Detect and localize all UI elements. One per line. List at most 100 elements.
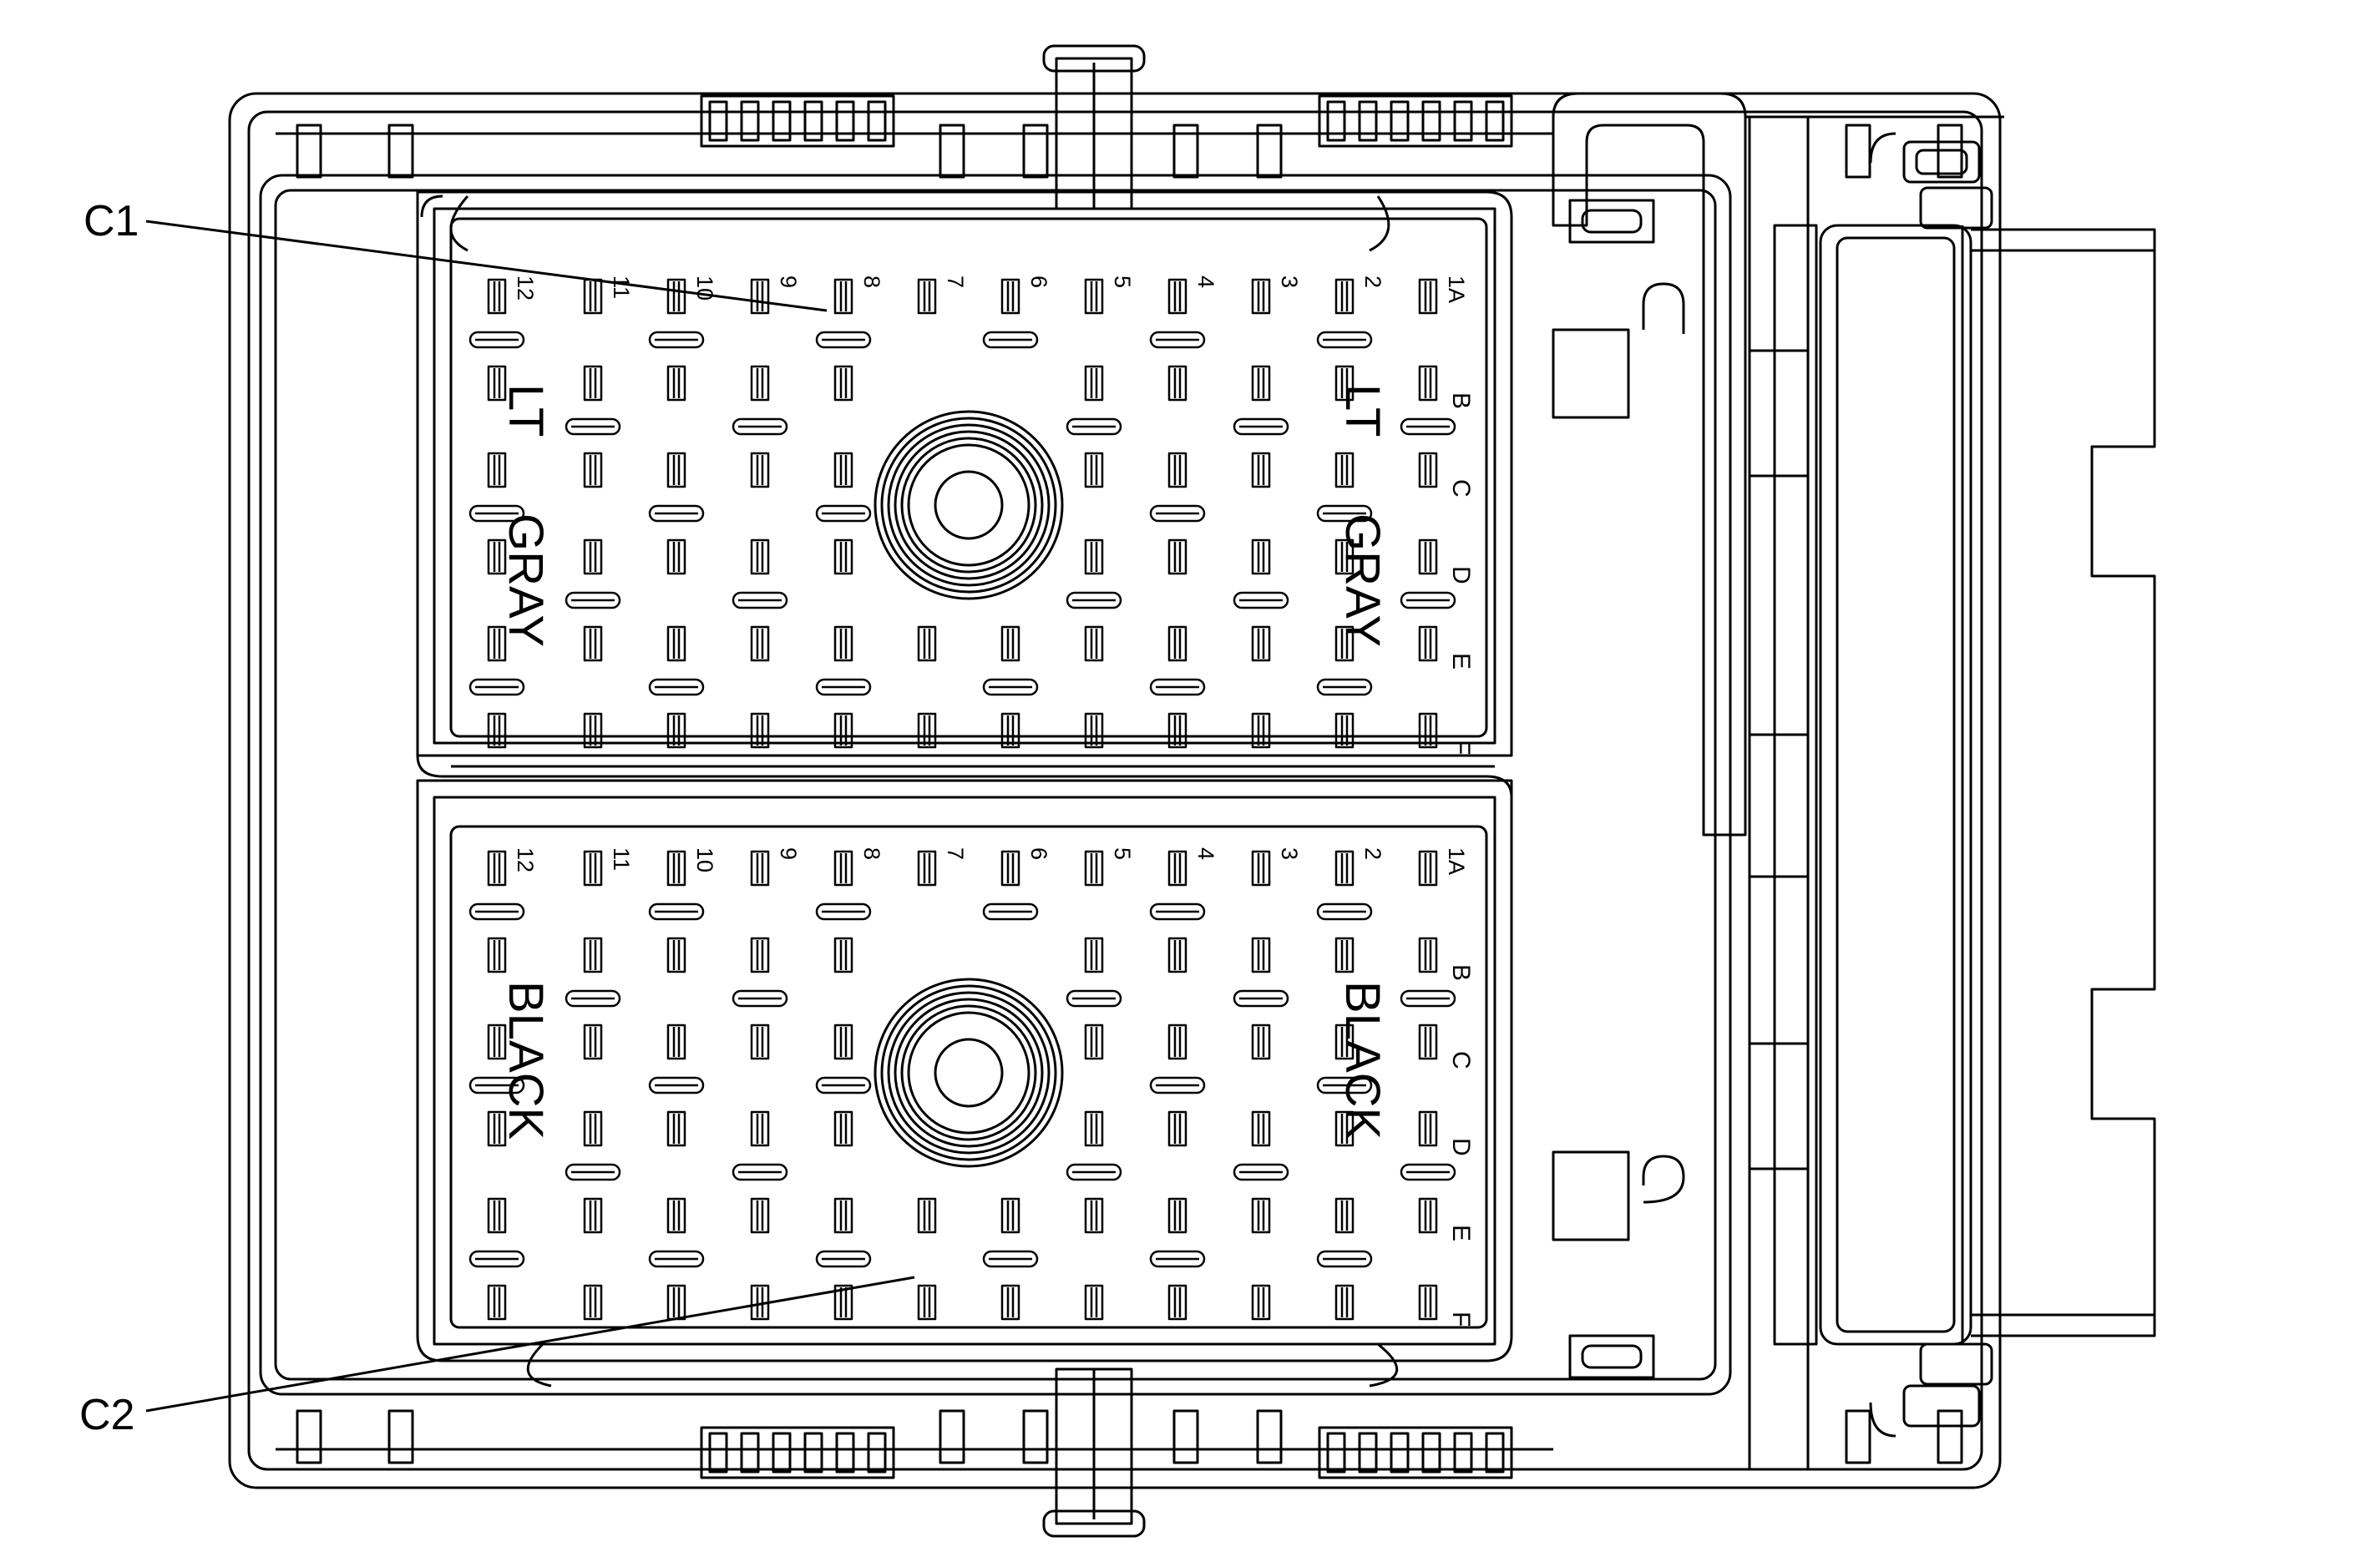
pin-cavity — [732, 417, 788, 436]
pin-cavity — [1334, 365, 1355, 402]
pin-cavity — [1316, 331, 1373, 349]
pin-cavity — [666, 712, 686, 749]
pin-cavity — [1066, 417, 1122, 436]
pin-cavity — [833, 538, 853, 575]
pin-cavity — [917, 1284, 937, 1321]
pin-cavity — [1251, 1197, 1271, 1234]
pin-cavity — [750, 712, 770, 749]
pin-cavity — [468, 504, 525, 523]
c1-row-label-f: F — [1447, 740, 1475, 755]
pin-cavity — [1251, 1284, 1271, 1321]
c1-color-label-right-lt: LT — [1335, 384, 1390, 437]
c2-col-label-6: 6 — [1026, 847, 1051, 860]
pin-cavity — [1334, 712, 1355, 749]
c1-col-label-10: 10 — [692, 275, 717, 301]
pin-cavity — [487, 1197, 507, 1234]
pin-cavity — [732, 989, 788, 1008]
c1-col-label-8: 8 — [859, 275, 884, 288]
pin-cavity — [468, 678, 525, 696]
pin-cavity — [487, 365, 507, 402]
pin-cavity — [648, 902, 705, 921]
c2-col-label-4: 4 — [1193, 847, 1218, 860]
pin-cavity — [1233, 417, 1289, 436]
pin-cavity — [1418, 538, 1438, 575]
pin-cavity — [565, 591, 621, 609]
c2-col-label-12: 12 — [513, 847, 538, 872]
pin-cavity — [487, 1284, 507, 1321]
callout-c2: C2 — [79, 1391, 134, 1439]
pin-cavity — [815, 1250, 872, 1268]
pin-cavity — [833, 1110, 853, 1147]
pin-cavity — [732, 591, 788, 609]
pin-cavity — [750, 365, 770, 402]
pin-cavity — [833, 1197, 853, 1234]
pin-cavity — [815, 678, 872, 696]
pin-cavity — [1167, 452, 1187, 488]
pin-cavity — [1400, 989, 1456, 1008]
c2-color-label-right: BLACK — [1335, 981, 1390, 1140]
pin-cavity — [1251, 1110, 1271, 1147]
pin-cavity — [1149, 902, 1206, 921]
pin-cavity — [750, 1110, 770, 1147]
pin-cavity — [750, 850, 770, 887]
pin-cavity — [1167, 365, 1187, 402]
pin-cavity — [648, 1250, 705, 1268]
pin-cavity — [565, 417, 621, 436]
c1-row-label-e: E — [1447, 653, 1475, 670]
pin-cavity — [815, 331, 872, 349]
pin-cavity — [1167, 937, 1187, 973]
center-post-bottom — [1042, 1367, 1146, 1538]
pin-cavity — [468, 1076, 525, 1094]
c1-color-label-left-lt: LT — [499, 384, 553, 437]
pin-cavity — [1418, 937, 1438, 973]
pin-cavity — [1418, 625, 1438, 662]
c2-col-label-2: 2 — [1360, 847, 1385, 860]
pin-cavity — [1167, 625, 1187, 662]
c1-col-label-1a: 1A — [1444, 275, 1469, 303]
c2-col-label-3: 3 — [1277, 847, 1302, 860]
pin-cavity — [583, 625, 603, 662]
pin-cavity — [583, 1197, 603, 1234]
pin-cavity — [468, 331, 525, 349]
edge-slots — [296, 124, 1963, 1464]
pin-cavity — [648, 504, 705, 523]
pin-cavity — [1167, 850, 1187, 887]
pin-cavity — [583, 937, 603, 973]
pin-cavity — [750, 278, 770, 315]
pin-cavity — [1149, 678, 1206, 696]
c2-color-label-left: BLACK — [499, 981, 553, 1140]
pin-cavity — [1316, 678, 1373, 696]
pin-cavity — [1418, 1197, 1438, 1234]
c2-col-label-10: 10 — [692, 847, 717, 872]
pin-cavity — [917, 625, 937, 662]
c1-col-label-11: 11 — [609, 275, 634, 299]
pin-cavity — [1149, 331, 1206, 349]
c1-row-label-c: C — [1447, 479, 1475, 498]
pin-cavity — [1167, 1197, 1187, 1234]
pin-cavity — [982, 331, 1039, 349]
pin-cavity — [1334, 538, 1355, 575]
pin-cavity — [732, 1163, 788, 1181]
pin-cavity — [487, 1024, 507, 1060]
c2-col-label-9: 9 — [776, 847, 801, 860]
c1-color-label-left-gray: GRAY — [499, 513, 553, 647]
pin-cavity — [1233, 989, 1289, 1008]
pin-cavity — [583, 712, 603, 749]
c2-leader — [145, 1276, 915, 1413]
pin-cavity — [1066, 591, 1122, 609]
pin-cavity — [1251, 452, 1271, 488]
pin-cavity — [1167, 712, 1187, 749]
pin-cavity — [1000, 1197, 1020, 1234]
c2-row-label-f: F — [1447, 1312, 1475, 1327]
pin-cavity — [1084, 365, 1104, 402]
pin-cavity — [666, 278, 686, 315]
pin-cavity — [487, 1110, 507, 1147]
pin-cavity — [1000, 850, 1020, 887]
pin-cavity — [1251, 538, 1271, 575]
pin-cavity — [833, 625, 853, 662]
top-latch-tabs — [700, 94, 1513, 148]
pin-cavity — [583, 1024, 603, 1060]
pin-cavity — [583, 538, 603, 575]
